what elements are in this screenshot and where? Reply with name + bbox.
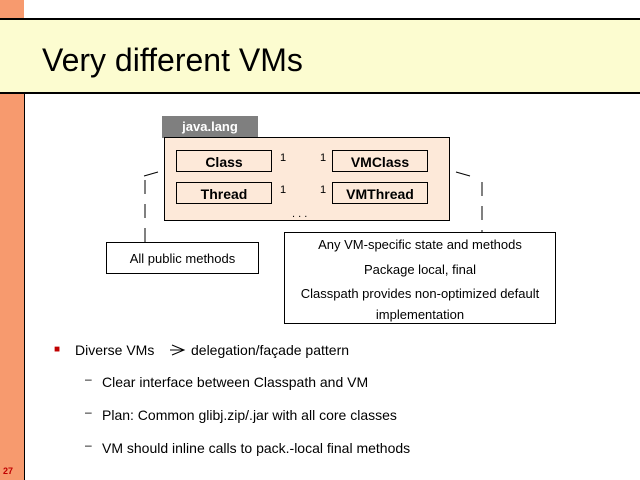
dashed-connector-left-top [143,171,159,177]
multiplicity-label: 1 [280,152,287,164]
note-vm-specific: Any VM-specific state and methods Packag… [284,232,556,324]
class-box-vmclass: VMClass [332,150,428,172]
note-all-public-methods: All public methods [106,242,259,274]
note-line: implementation [375,307,465,322]
slide-title: Very different VMs [42,42,303,78]
class-box-class: Class [176,150,272,172]
ellipsis: . . . [292,208,308,220]
sub-bullet: Plan: Common glibj.zip/.jar with all cor… [102,407,397,423]
note-line: Classpath provides non-optimized default [300,286,540,301]
class-box-thread: Thread [176,182,272,204]
bullet-square-icon: ■ [54,344,61,355]
class-box-vmthread: VMThread [332,182,428,204]
bullet-main-end: delegation/façade pattern [191,342,350,358]
top-stripe [24,0,640,18]
note-line: Any VM-specific state and methods [318,237,522,252]
slide-number: 27 [3,466,14,476]
sub-bullet-dash-icon: – [85,405,92,419]
sub-bullet: Clear interface between Classpath and VM [102,374,369,390]
multiplicity-label: 1 [320,152,327,164]
note-text: All public methods [129,251,236,266]
sub-bullet-dash-icon: – [85,372,92,386]
sub-bullet-dash-icon: – [85,438,92,452]
multiplicity-label: 1 [320,184,327,196]
note-line: Package local, final [363,262,476,277]
multiplicity-label: 1 [280,184,287,196]
sub-bullet: VM should inline calls to pack.-local fi… [102,440,411,456]
dashed-connector-right-top [455,171,471,177]
package-tab: java.lang [162,116,258,138]
bullet-main-start: Diverse VMs [75,342,155,358]
title-band [0,18,640,94]
